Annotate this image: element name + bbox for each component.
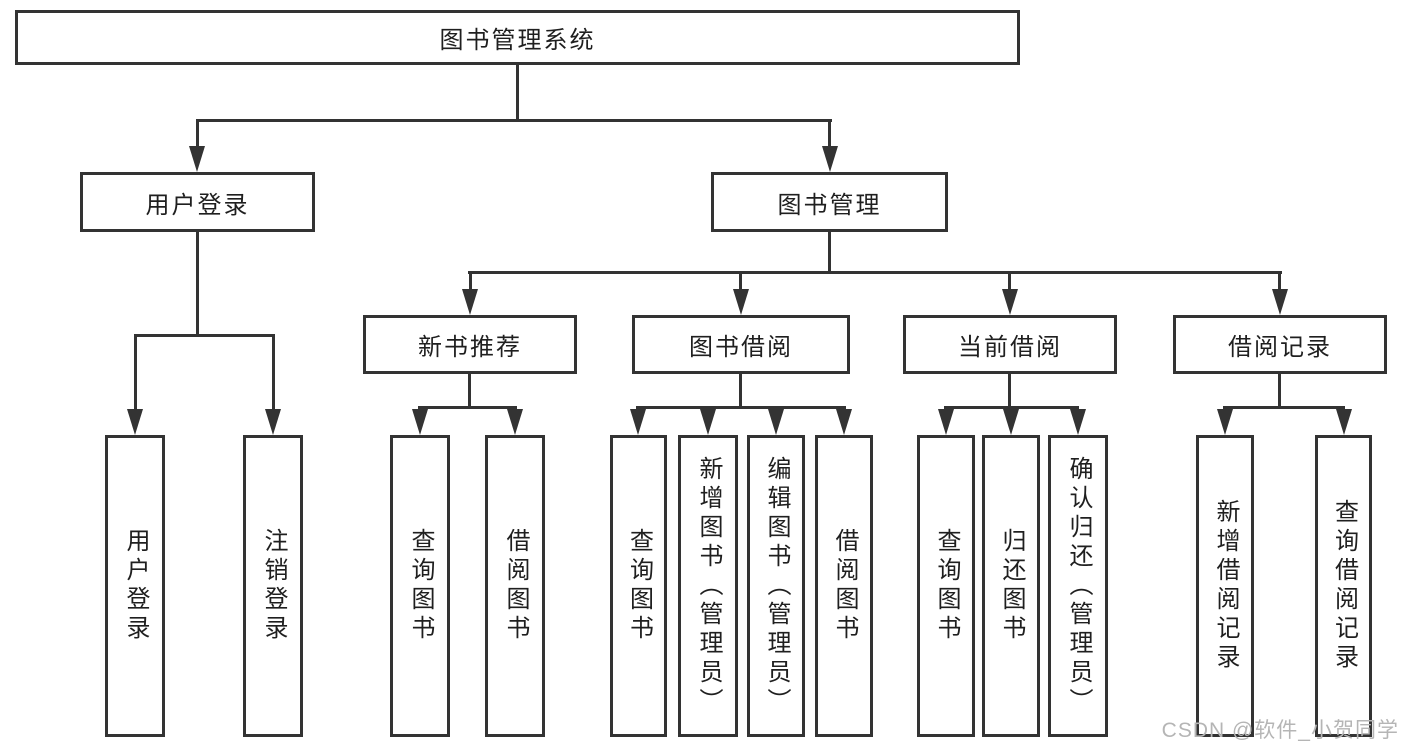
node-new-book-recommend: 新书推荐 — [363, 315, 577, 374]
arrow-down-icon — [1003, 409, 1019, 435]
connector-line — [1008, 272, 1011, 289]
connector-line — [468, 271, 1282, 274]
connector-line — [828, 120, 831, 146]
arrow-down-icon — [938, 409, 954, 435]
arrow-down-icon — [733, 289, 749, 315]
node-current-borrowing: 当前借阅 — [903, 315, 1117, 374]
node-library-management-system: 图书管理系统 — [15, 10, 1020, 65]
connector-line — [196, 232, 199, 335]
leaf-query-books-borrowing: 查询图书 — [610, 435, 667, 737]
arrow-down-icon — [462, 289, 478, 315]
leaf-edit-books-admin: 编辑图书（管理员） — [747, 435, 805, 737]
node-book-borrowing: 图书借阅 — [632, 315, 850, 374]
arrow-down-icon — [265, 409, 281, 435]
arrow-down-icon — [1002, 289, 1018, 315]
arrow-down-icon — [1336, 409, 1352, 435]
connector-line — [134, 334, 275, 337]
node-borrow-records: 借阅记录 — [1173, 315, 1387, 374]
connector-line — [739, 272, 742, 289]
arrow-down-icon — [768, 409, 784, 435]
connector-line — [196, 120, 199, 146]
arrow-down-icon — [127, 409, 143, 435]
leaf-add-borrow-record: 新增借阅记录 — [1196, 435, 1254, 737]
connector-line — [1278, 272, 1281, 289]
connector-line — [828, 232, 831, 272]
connector-line — [1223, 406, 1345, 409]
leaf-query-books-recommend: 查询图书 — [390, 435, 450, 737]
arrow-down-icon — [1217, 409, 1233, 435]
node-user-login: 用户登录 — [80, 172, 315, 232]
leaf-user-login: 用户登录 — [105, 435, 165, 737]
arrow-down-icon — [836, 409, 852, 435]
leaf-add-books-admin: 新增图书（管理员） — [678, 435, 738, 737]
connector-line — [134, 335, 137, 409]
leaf-confirm-return-admin: 确认归还（管理员） — [1048, 435, 1108, 737]
connector-line — [636, 406, 846, 409]
leaf-query-borrow-record: 查询借阅记录 — [1315, 435, 1372, 737]
arrow-down-icon — [1070, 409, 1086, 435]
connector-line — [516, 65, 519, 120]
leaf-borrow-books: 借阅图书 — [815, 435, 873, 737]
arrow-down-icon — [630, 409, 646, 435]
connector-line — [1278, 374, 1281, 407]
watermark: CSDN @软件_小贺同学 — [1161, 719, 1399, 742]
connector-line — [272, 335, 275, 409]
leaf-logout: 注销登录 — [243, 435, 303, 737]
connector-line — [469, 272, 472, 289]
leaf-return-books: 归还图书 — [982, 435, 1040, 737]
arrow-down-icon — [700, 409, 716, 435]
connector-line — [468, 374, 471, 407]
connector-line — [196, 119, 832, 122]
arrow-down-icon — [822, 146, 838, 172]
leaf-query-books-current: 查询图书 — [917, 435, 975, 737]
arrow-down-icon — [189, 146, 205, 172]
connector-line — [1008, 374, 1011, 407]
arrow-down-icon — [1272, 289, 1288, 315]
arrow-down-icon — [507, 409, 523, 435]
node-book-management: 图书管理 — [711, 172, 948, 232]
arrow-down-icon — [412, 409, 428, 435]
connector-line — [418, 406, 517, 409]
connector-line — [944, 406, 1079, 409]
connector-line — [739, 374, 742, 407]
leaf-borrow-books-recommend: 借阅图书 — [485, 435, 545, 737]
